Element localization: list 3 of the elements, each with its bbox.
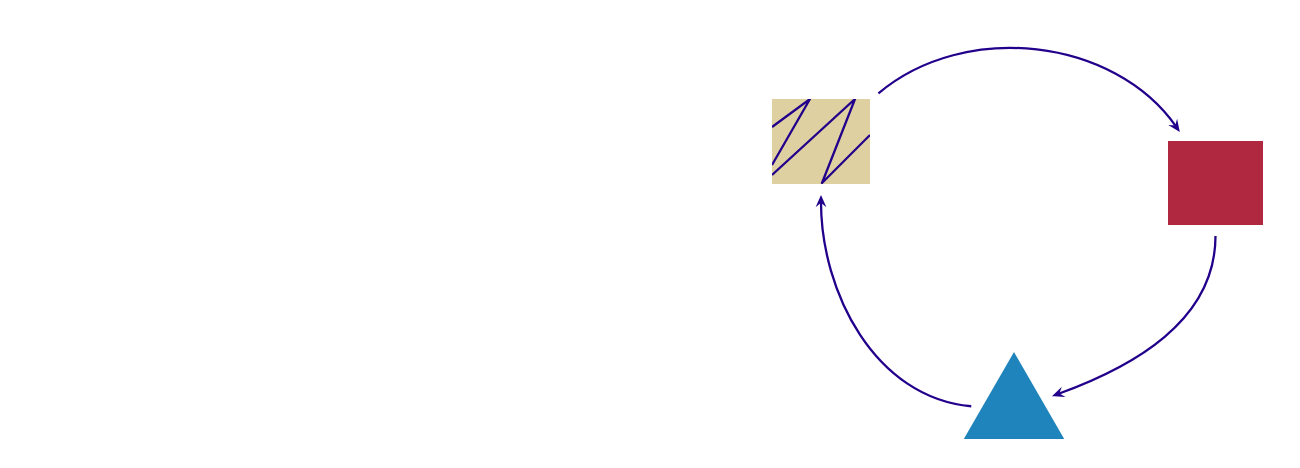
hatched-box [772, 99, 870, 184]
square-box [1168, 141, 1263, 225]
triangle [963, 352, 1065, 439]
